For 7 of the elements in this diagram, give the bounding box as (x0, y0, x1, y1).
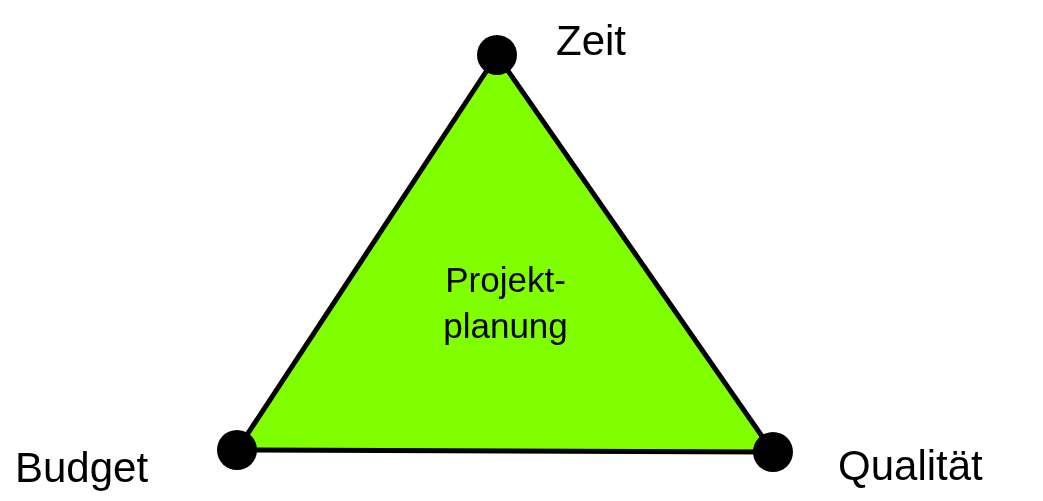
corner-label: Qualität (838, 445, 983, 487)
dot-marker (477, 35, 517, 75)
dot-marker (753, 432, 793, 472)
corner-label: Budget (15, 447, 149, 489)
corner-label: Zeit (556, 20, 626, 62)
triangle-label: Projekt- planung (442, 259, 569, 347)
dot-marker (217, 430, 257, 470)
